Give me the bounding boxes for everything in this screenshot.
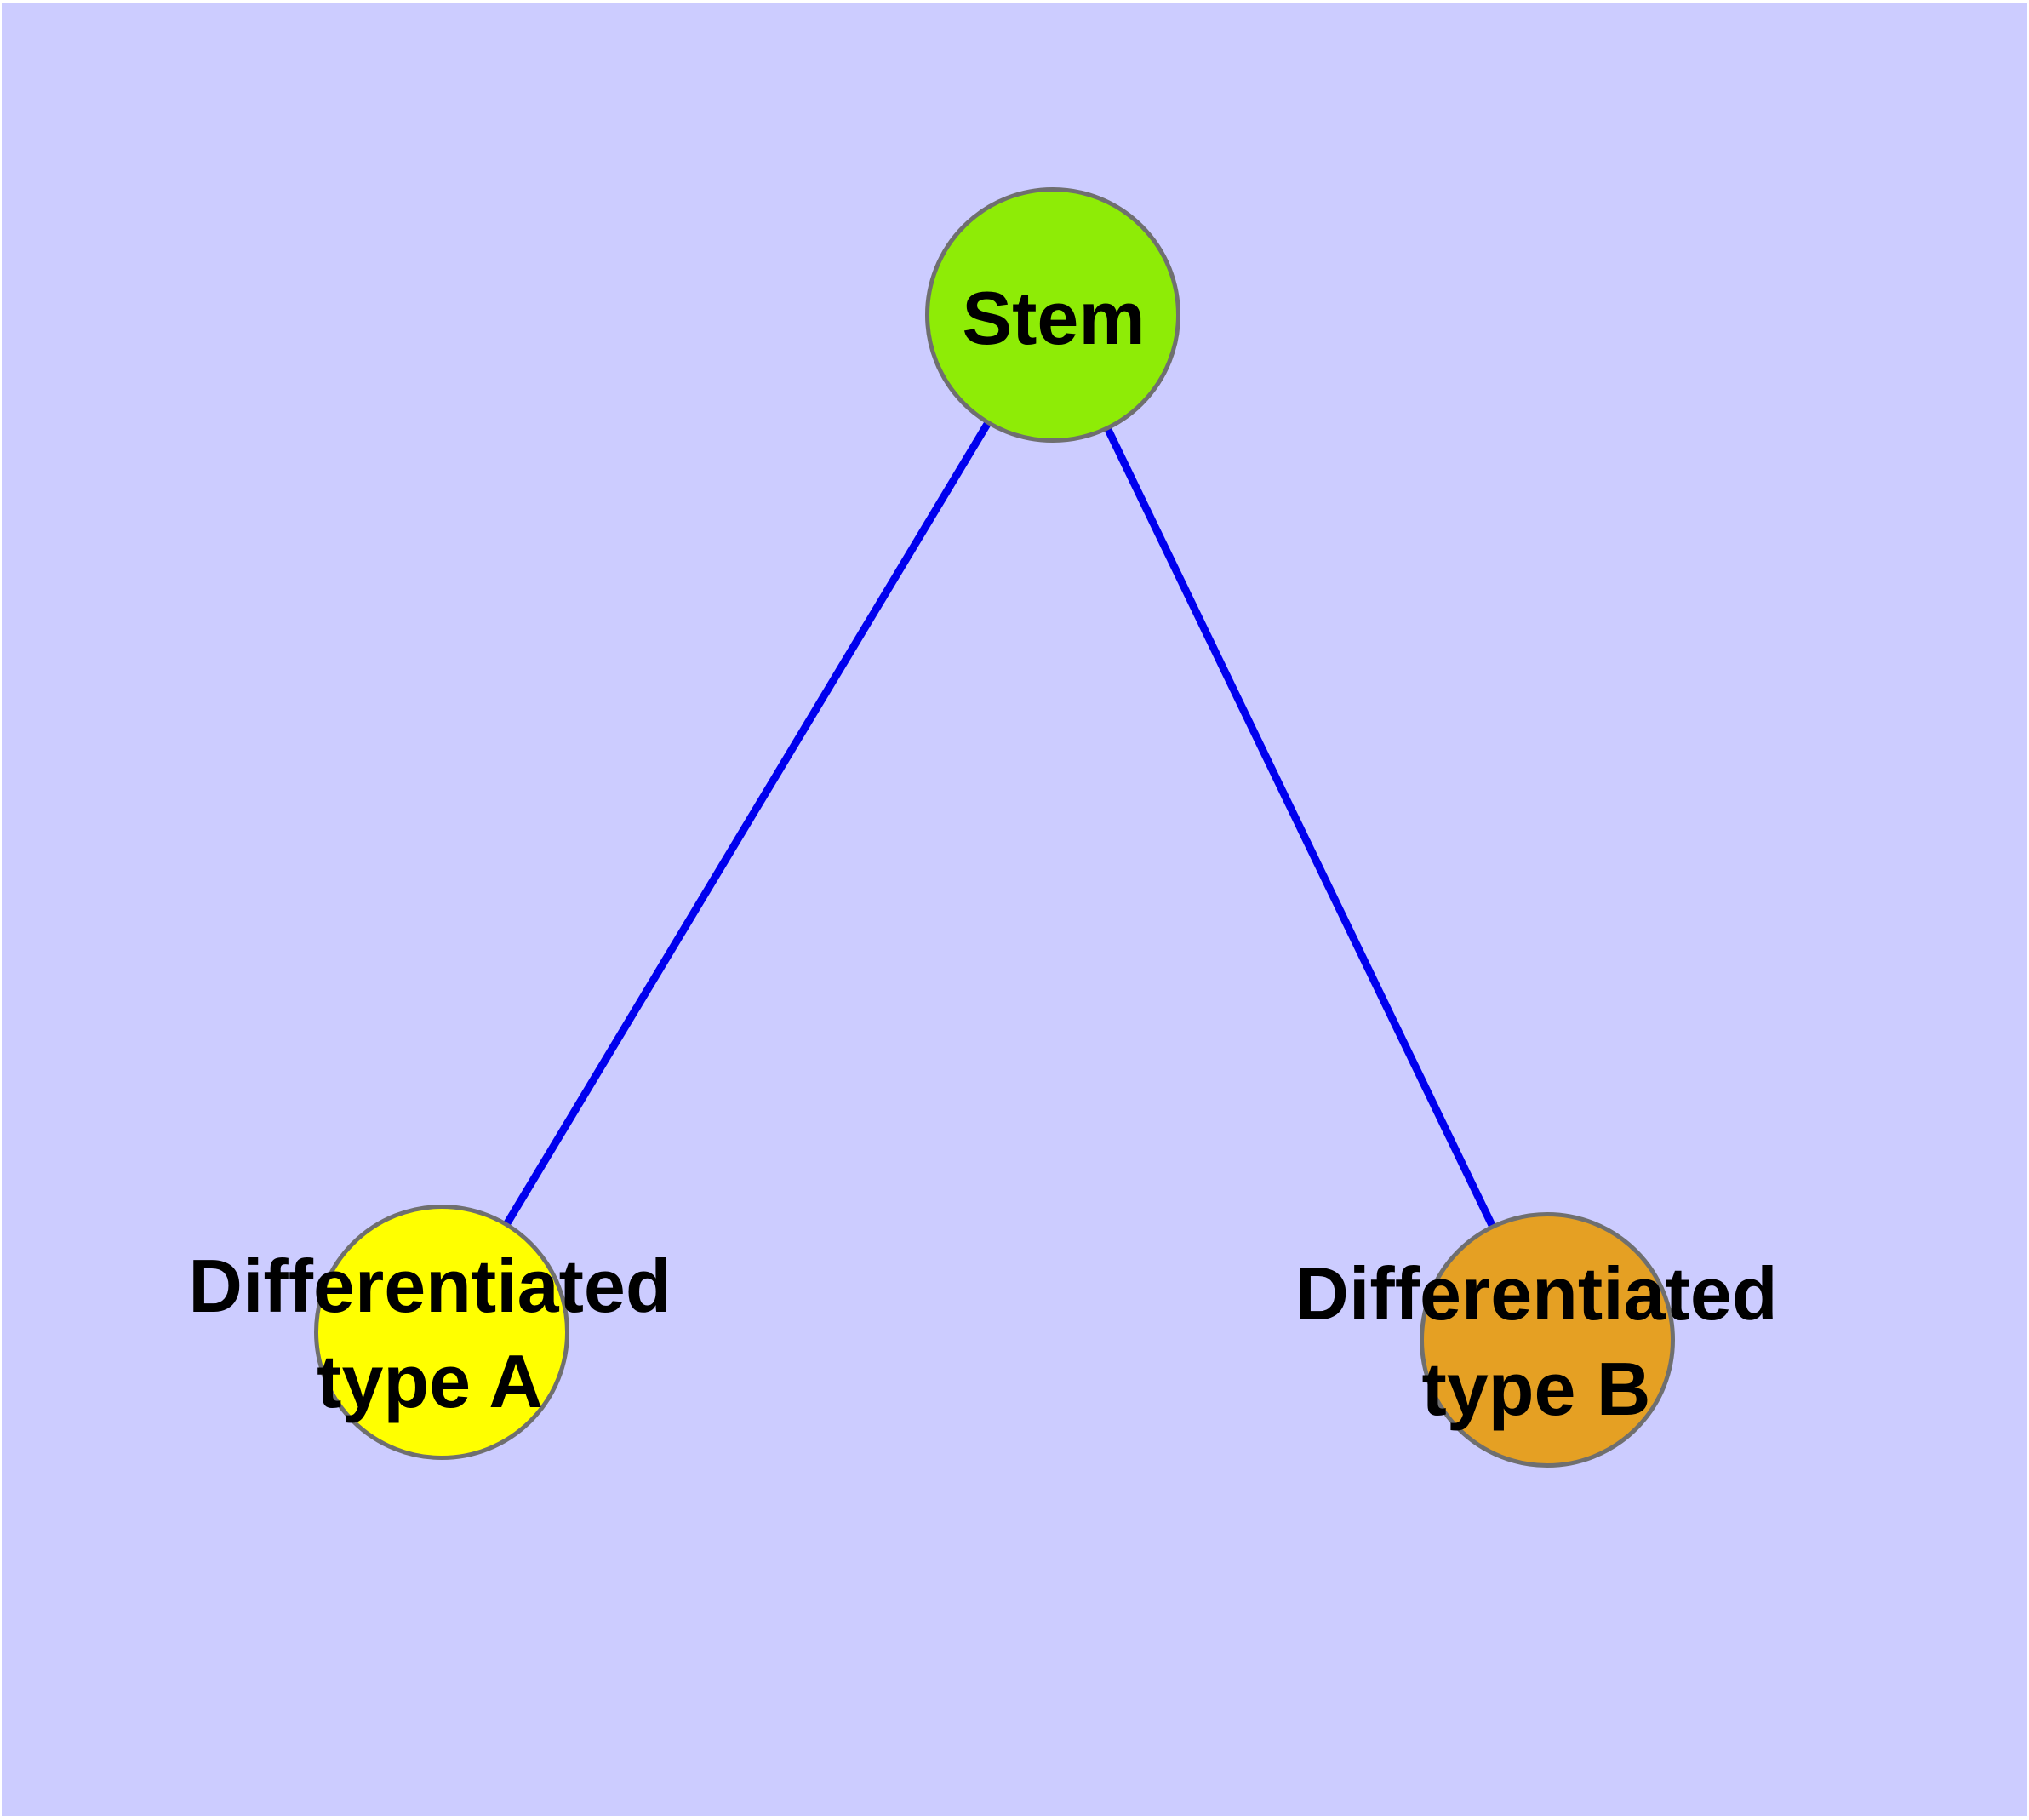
node-label-differentiated-type-b: Differentiated type B [1295,1246,1777,1437]
node-stem [925,187,1180,443]
edge-stem-to-type-a [438,312,1056,1335]
node-differentiated-type-a [314,1205,569,1460]
label-line-2: type B [1421,1347,1651,1431]
edge-stem-to-type-b [1049,313,1552,1342]
node-label-stem: Stem [962,276,1146,360]
label-line-2: type A [317,1339,543,1423]
label-line-1: Differentiated [1295,1251,1778,1336]
node-label-differentiated-type-a: Differentiated type A [188,1239,671,1429]
label-line-1: Differentiated [188,1244,672,1328]
node-differentiated-type-b [1420,1212,1675,1468]
